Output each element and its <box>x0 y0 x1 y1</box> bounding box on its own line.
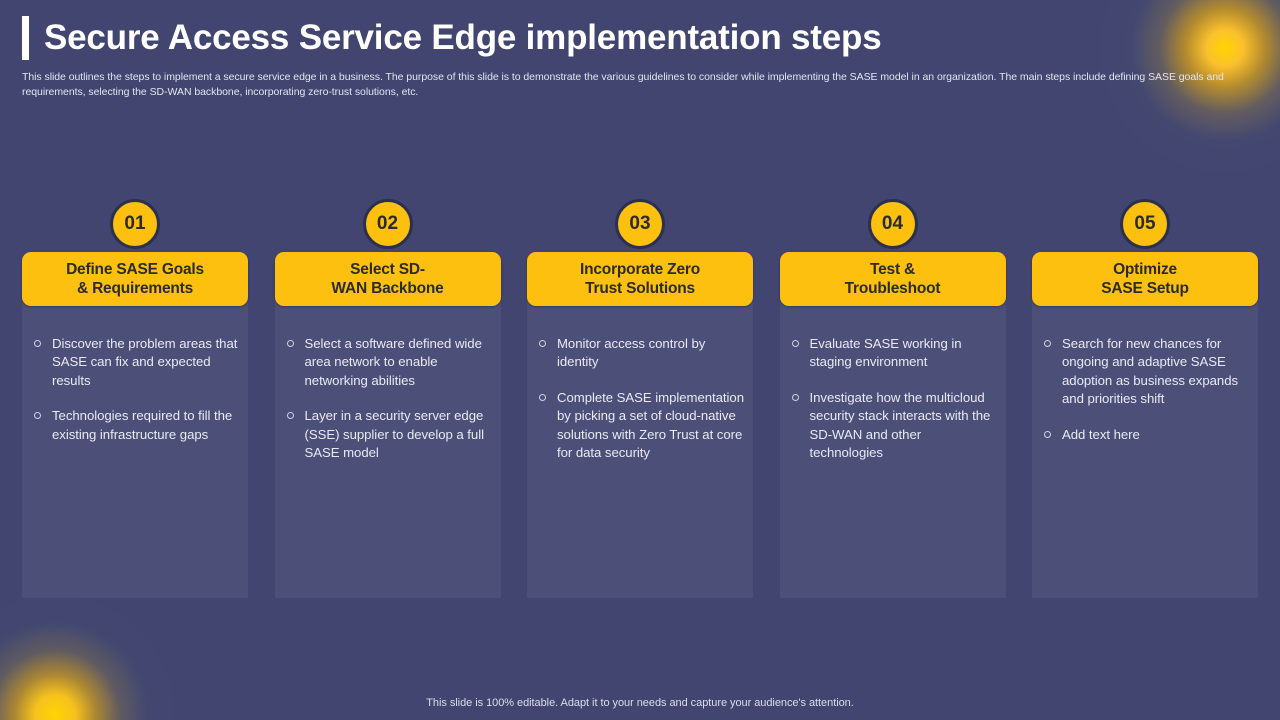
list-item-text: Search for new chances for ongoing and a… <box>1062 336 1239 407</box>
step-title-line-1: Incorporate Zero <box>580 260 700 278</box>
list-item: Complete SASE implementation by picking … <box>535 389 745 463</box>
bullet-circle-icon <box>1044 340 1051 347</box>
step-title-line-2: WAN Backbone <box>331 280 444 297</box>
footer-note: This slide is 100% editable. Adapt it to… <box>426 697 854 709</box>
list-item: Discover the problem areas that SASE can… <box>30 335 240 390</box>
step-title-line-1: Test & <box>869 260 916 278</box>
list-item: Layer in a security server edge (SSE) su… <box>283 407 493 462</box>
step-number-badge: 03 <box>615 199 665 249</box>
bullet-circle-icon <box>539 393 546 401</box>
list-item-text: Technologies required to fill the existi… <box>52 408 233 442</box>
slide-subtitle: This slide outlines the steps to impleme… <box>22 71 1224 99</box>
step-title-line-1: Define SASE Goals <box>66 260 204 278</box>
step-bullet-list: Search for new chances for ongoing and a… <box>1040 335 1250 444</box>
step-body: Evaluate SASE working in staging environ… <box>779 299 1006 598</box>
step-bullet-list: Evaluate SASE working in staging environ… <box>788 335 998 463</box>
step-card-04[interactable]: 04 Test & Troubleshoot Evaluate SASE wor… <box>779 199 1006 598</box>
step-number-badge: 04 <box>867 199 918 249</box>
step-card-01[interactable]: 01 Define SASE Goals & Requirements Disc… <box>22 199 248 598</box>
title-bar: Secure Access Service Edge implementatio… <box>22 16 882 60</box>
page-title: Secure Access Service Edge implementatio… <box>44 18 882 58</box>
step-number-badge: 02 <box>362 199 413 249</box>
list-item-text: Discover the problem areas that SASE can… <box>52 336 238 388</box>
list-item-text: Evaluate SASE working in staging environ… <box>809 336 962 370</box>
step-body: Discover the problem areas that SASE can… <box>22 299 248 598</box>
bullet-circle-icon <box>791 393 799 401</box>
list-item: Search for new chances for ongoing and a… <box>1040 335 1250 409</box>
list-item: Investigate how the multicloud security … <box>788 389 998 463</box>
steps-row: 01 Define SASE Goals & Requirements Disc… <box>22 199 1258 599</box>
list-item: Technologies required to fill the existi… <box>30 407 240 444</box>
step-title-line-2: SASE Setup <box>1101 280 1189 297</box>
bullet-circle-icon <box>1044 430 1051 438</box>
step-card-05[interactable]: 05 Optimize SASE Setup Search for new ch… <box>1032 199 1258 598</box>
list-item: Select a software defined wide area netw… <box>283 335 493 390</box>
bullet-circle-icon <box>286 340 294 347</box>
step-card-02[interactable]: 02 Select SD- WAN Backbone Select a soft… <box>274 199 501 598</box>
step-title-line-1: Select SD- <box>350 260 425 278</box>
step-title-line-2: & Requirements <box>76 280 194 297</box>
step-card-03[interactable]: 03 Incorporate Zero Trust Solutions Moni… <box>527 199 753 598</box>
step-number-badge: 05 <box>1120 199 1170 249</box>
step-bullet-list: Monitor access control by identity Compl… <box>535 335 745 463</box>
slide-header: Secure Access Service Edge implementatio… <box>0 0 1280 118</box>
bullet-circle-icon <box>286 412 294 420</box>
step-title-banner: Incorporate Zero Trust Solutions <box>527 252 753 306</box>
bullet-circle-icon <box>34 340 41 347</box>
step-title-banner: Select SD- WAN Backbone <box>274 252 501 306</box>
list-item: Add text here <box>1040 426 1250 444</box>
list-item-text: Complete SASE implementation by picking … <box>557 389 744 461</box>
list-item: Monitor access control by identity <box>535 335 745 372</box>
list-item-text: Layer in a security server edge (SSE) su… <box>304 408 485 461</box>
step-title-banner: Optimize SASE Setup <box>1032 252 1258 306</box>
list-item: Evaluate SASE working in staging environ… <box>788 335 998 372</box>
step-body: Search for new chances for ongoing and a… <box>1032 299 1258 598</box>
list-item-text: Add text here <box>1062 426 1140 442</box>
step-bullet-list: Discover the problem areas that SASE can… <box>30 335 240 444</box>
step-title-line-1: Optimize <box>1113 260 1177 278</box>
step-title-line-2: Troubleshoot <box>844 280 941 297</box>
title-accent-rule <box>22 16 29 60</box>
list-item-text: Monitor access control by identity <box>557 336 706 370</box>
bullet-circle-icon <box>34 412 41 420</box>
list-item-text: Investigate how the multicloud security … <box>809 389 991 461</box>
step-bullet-list: Select a software defined wide area netw… <box>283 335 493 463</box>
bullet-circle-icon <box>791 340 799 347</box>
step-number-badge: 01 <box>110 199 160 249</box>
list-item-text: Select a software defined wide area netw… <box>304 336 482 388</box>
step-body: Select a software defined wide area netw… <box>274 299 501 598</box>
step-title-banner: Test & Troubleshoot <box>779 252 1006 306</box>
step-title-line-2: Trust Solutions <box>585 280 695 297</box>
step-title-banner: Define SASE Goals & Requirements <box>22 252 248 306</box>
step-body: Monitor access control by identity Compl… <box>527 299 753 598</box>
bullet-circle-icon <box>539 340 546 347</box>
